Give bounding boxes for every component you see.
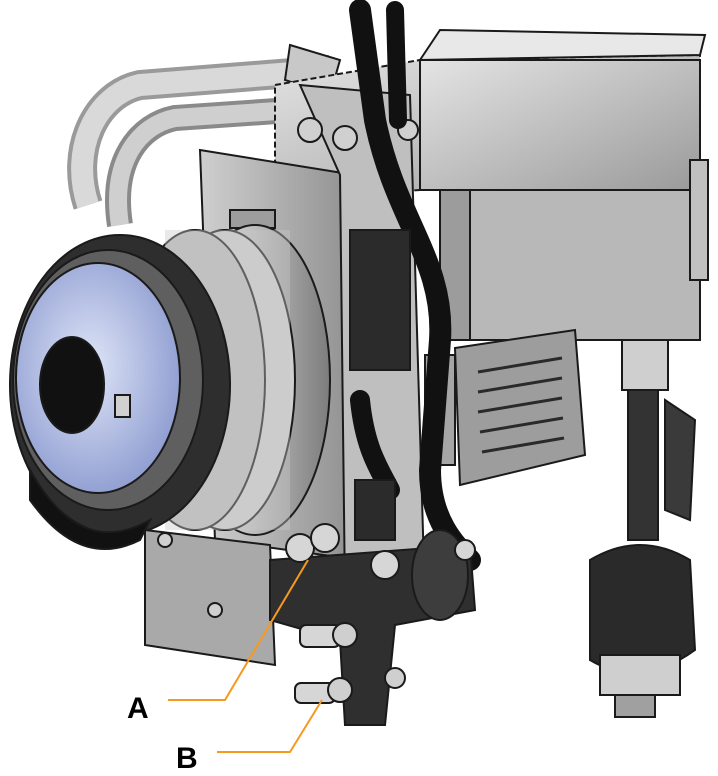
leader-lines: [168, 559, 323, 753]
bottom-housing: [144, 528, 277, 667]
leader-line-b: [217, 699, 323, 753]
lower-bracket: [269, 523, 477, 726]
callout-label-a: A: [127, 692, 149, 725]
leader-line-a: [168, 559, 309, 701]
right-connector: [589, 339, 697, 718]
callout-label-b: B: [176, 742, 198, 775]
front-disc: [9, 234, 231, 550]
rear-housing: [274, 28, 709, 341]
center-column: [349, 229, 411, 541]
